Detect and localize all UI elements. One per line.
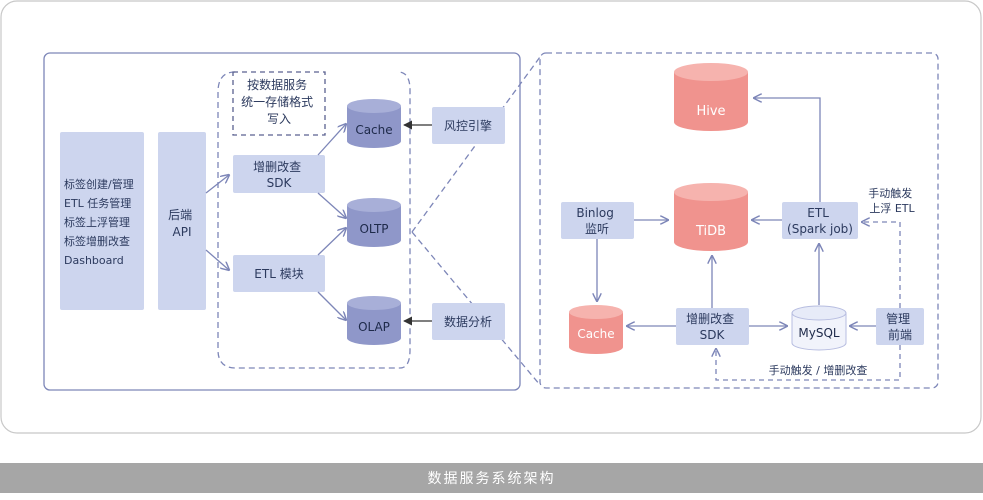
- svg-text:ETL (Spark job): ETL (Spark job): [787, 206, 853, 236]
- etl-spark-box[interactable]: [782, 202, 858, 239]
- right-dashed-arrows: [716, 222, 901, 381]
- note-line1: 按数据服务: [247, 77, 307, 92]
- dashed-admin-to-sdk: [716, 345, 901, 381]
- db-cache-cylinder[interactable]: Cache: [347, 99, 401, 148]
- left-panel-frame: [43, 52, 521, 391]
- db-oltp-cylinder[interactable]: OLTP: [347, 198, 401, 247]
- architecture-diagram: 标签创建/管理 ETL 任务管理 标签上浮管理 标签增删改查 Dashboard…: [0, 0, 982, 434]
- data-analysis-label: 数据分析: [444, 314, 492, 329]
- db-olap-label: OLAP: [358, 320, 390, 334]
- manual-trigger-etl-line2: 上浮 ETL: [869, 202, 915, 215]
- arrow-etl-to-olap: [317, 291, 346, 320]
- binlog-line1: Binlog: [576, 206, 613, 220]
- risk-engine-box[interactable]: [432, 107, 505, 144]
- crud-sdk-line2: SDK: [267, 176, 293, 190]
- svg-text:标签创建/管理 ETL 任务管理 标签上浮管: 标签创建/管理 ETL 任务管理 标签上浮管理 标签增删改查 Dashboard: [64, 177, 137, 267]
- etl-spark-line2: (Spark job): [787, 222, 853, 236]
- tidb-label: TiDB: [695, 224, 726, 239]
- binlog-line2: 监听: [585, 222, 609, 236]
- left-arrows: [205, 124, 346, 320]
- right-cache-label: Cache: [577, 327, 614, 341]
- arrow-sdk-to-cache: [317, 124, 346, 156]
- admin-frontend-line2: 前端: [888, 327, 912, 342]
- manual-trigger-crud-label: 手动触发 / 增删改查: [769, 363, 868, 377]
- manual-trigger-etl-line1: 手动触发: [868, 186, 912, 200]
- backend-api-line2: API: [173, 225, 192, 239]
- right-arrows: [597, 98, 876, 326]
- caption-bar: 数据服务系统架构: [0, 463, 983, 493]
- caption-text: 数据服务系统架构: [427, 471, 556, 487]
- right-crud-sdk-line1: 增删改查: [686, 312, 734, 326]
- hive-label: Hive: [696, 104, 725, 119]
- svg-text:增删改查 SDK: 增删改查 SDK: [253, 160, 305, 190]
- admin-frontend-box[interactable]: [876, 308, 924, 345]
- menu-item-tag-create: 标签创建/管理: [64, 177, 134, 191]
- risk-engine-label: 风控引擎: [444, 118, 492, 133]
- arrow-sdk-to-oltp: [317, 192, 346, 218]
- right-crud-sdk-line2: SDK: [700, 328, 726, 342]
- arrow-etl-to-oltp: [317, 228, 346, 256]
- svg-text:ETL 模块: ETL 模块: [254, 267, 303, 281]
- hive-cylinder[interactable]: Hive: [674, 63, 748, 131]
- etl-module-box[interactable]: [233, 255, 325, 292]
- db-olap-cylinder[interactable]: OLAP: [347, 296, 401, 345]
- tidb-cylinder[interactable]: TiDB: [674, 183, 748, 251]
- mysql-cylinder[interactable]: MySQL: [791, 305, 847, 351]
- menu-item-etl-task: ETL 任务管理: [64, 196, 131, 210]
- svg-text:后端 API: 后端 API: [168, 208, 196, 239]
- menu-item-tag-crud: 标签增删改查: [64, 234, 130, 248]
- dashed-admin-to-etl: [862, 222, 901, 308]
- svg-text:按数据服务 统一存储格式 写入: 按数据服务 统一存储格式 写入: [241, 77, 317, 126]
- zoom-line-top: [411, 56, 541, 233]
- svg-text:风控引擎: 风控引擎: [444, 118, 492, 133]
- arrow-api-to-etl: [205, 249, 229, 270]
- etl-module-label: ETL 模块: [254, 267, 303, 281]
- menu-item-dashboard: Dashboard: [64, 254, 124, 267]
- crud-sdk-box[interactable]: [233, 155, 325, 193]
- db-cache-label: Cache: [355, 123, 392, 137]
- svg-text:管理 前端: 管理 前端: [886, 311, 914, 342]
- menu-box[interactable]: [60, 132, 144, 310]
- svg-text:数据分析: 数据分析: [444, 314, 492, 329]
- unified-storage-note: [232, 71, 326, 136]
- zoom-line-bottom: [411, 231, 541, 386]
- svg-text:Binlog 监听: Binlog 监听: [576, 206, 617, 236]
- backend-api-box[interactable]: [158, 132, 206, 310]
- crud-sdk-line1: 增删改查: [253, 160, 301, 174]
- binlog-box[interactable]: [561, 202, 634, 239]
- note-line2: 统一存储格式: [241, 94, 313, 109]
- menu-item-tag-float: 标签上浮管理: [64, 215, 130, 229]
- svg-text:增删改查 SDK: 增删改查 SDK: [686, 312, 738, 342]
- mysql-label: MySQL: [798, 326, 840, 340]
- svg-text:手动触发 上浮 ETL: 手动触发 上浮 ETL: [868, 186, 916, 215]
- middle-dashed-region: [217, 71, 411, 369]
- etl-spark-line1: ETL: [807, 206, 829, 220]
- right-crud-sdk-box[interactable]: [676, 308, 749, 345]
- note-line3: 写入: [267, 112, 291, 126]
- db-oltp-label: OLTP: [359, 222, 388, 236]
- backend-api-line1: 后端: [168, 208, 192, 222]
- arrow-etl-to-hive: [754, 98, 821, 202]
- right-cache-cylinder[interactable]: Cache: [569, 305, 623, 354]
- right-panel-frame: [539, 52, 939, 389]
- admin-frontend-line1: 管理: [886, 311, 910, 326]
- data-analysis-box[interactable]: [432, 303, 505, 340]
- arrow-api-to-sdk: [205, 175, 229, 194]
